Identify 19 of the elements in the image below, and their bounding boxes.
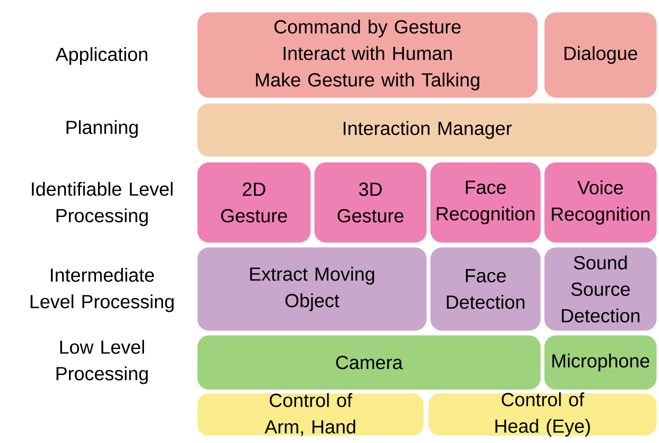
layer-label: Intermediate Level Processing	[30, 268, 174, 312]
layer-box: Microphone	[544, 334, 658, 390]
layer-box: Command by Gesture Interact with Human Make Gesture with Talking	[196, 12, 538, 98]
layer-box: Control of Head (Eye)	[428, 392, 658, 437]
layer-box: Face Detection	[430, 246, 542, 332]
layer-box: Camera	[196, 334, 542, 390]
layer-label: Planning	[66, 120, 138, 138]
layer-label: Low Level Processing	[56, 340, 148, 384]
layer-label: Identifiable Level Processing	[32, 182, 173, 226]
layer-box: Extract Moving Object	[196, 246, 428, 332]
layer-box: Interaction Manager	[196, 102, 658, 158]
layer-box: 3D Gesture	[314, 162, 428, 244]
layer-box: Control of Arm, Hand	[196, 392, 424, 436]
layer-box: Voice Recognition	[544, 162, 658, 244]
layer-box: Face Recognition	[430, 162, 542, 244]
layer-box: Dialogue	[544, 12, 658, 98]
layer-box: 2D Gesture	[196, 162, 312, 244]
layer-box: Sound Source Detection	[544, 246, 658, 332]
layer-label: Application	[56, 47, 148, 65]
